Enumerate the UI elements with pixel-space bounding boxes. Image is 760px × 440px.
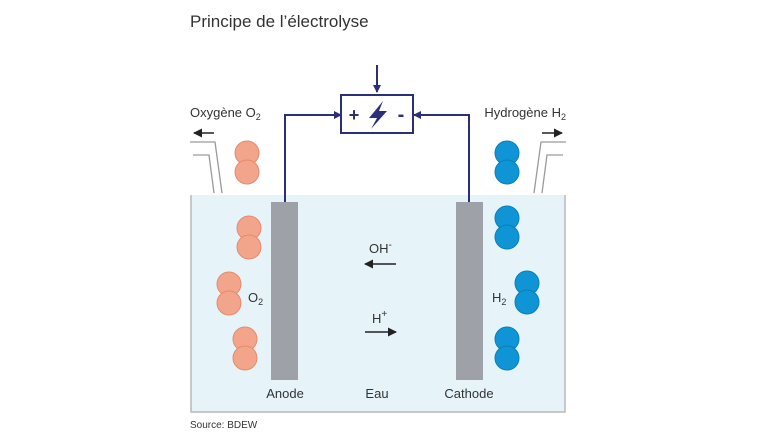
anode-electrode [271,202,298,380]
oxygen-molecule [236,215,262,260]
lightning-bolt-icon [369,101,387,129]
positive-terminal: + [349,105,360,125]
hydrogen-molecule [494,326,520,371]
oxygen-hood-left [190,141,223,194]
hydroxide-ion-label: OH- [369,240,392,256]
source-note: Source: BDEW [190,420,258,431]
hydrogen-ion-label: H+ [372,309,387,326]
hydrogen-molecule [494,140,520,185]
oxygen-molecule [232,326,258,371]
cathode-electrode [456,202,483,380]
diagram-title: Principe de l’électrolyse [190,12,369,31]
h2-label: H2 [492,290,506,307]
oxygen-molecule [216,271,242,316]
hydrogen-molecule [514,270,540,315]
tank-outline [190,195,566,413]
hydrogen-output-label: Hydrogène H2 [484,105,566,122]
wire-anode [284,114,318,202]
water-label: Eau [365,386,388,401]
oxygen-hood-inner [193,154,215,194]
hydrogen-molecule [494,205,520,250]
cathode-label: Cathode [444,386,493,401]
negative-terminal: - [398,104,405,126]
hydrogen-hood-inner [541,154,563,194]
hydrogen-hood-right [533,141,566,194]
oxygen-output-label: Oxygène O2 [190,105,261,122]
oxygen-molecule [234,140,260,185]
wire-cathode [437,114,470,202]
anode-label: Anode [266,386,304,401]
o2-label: O2 [248,290,263,307]
